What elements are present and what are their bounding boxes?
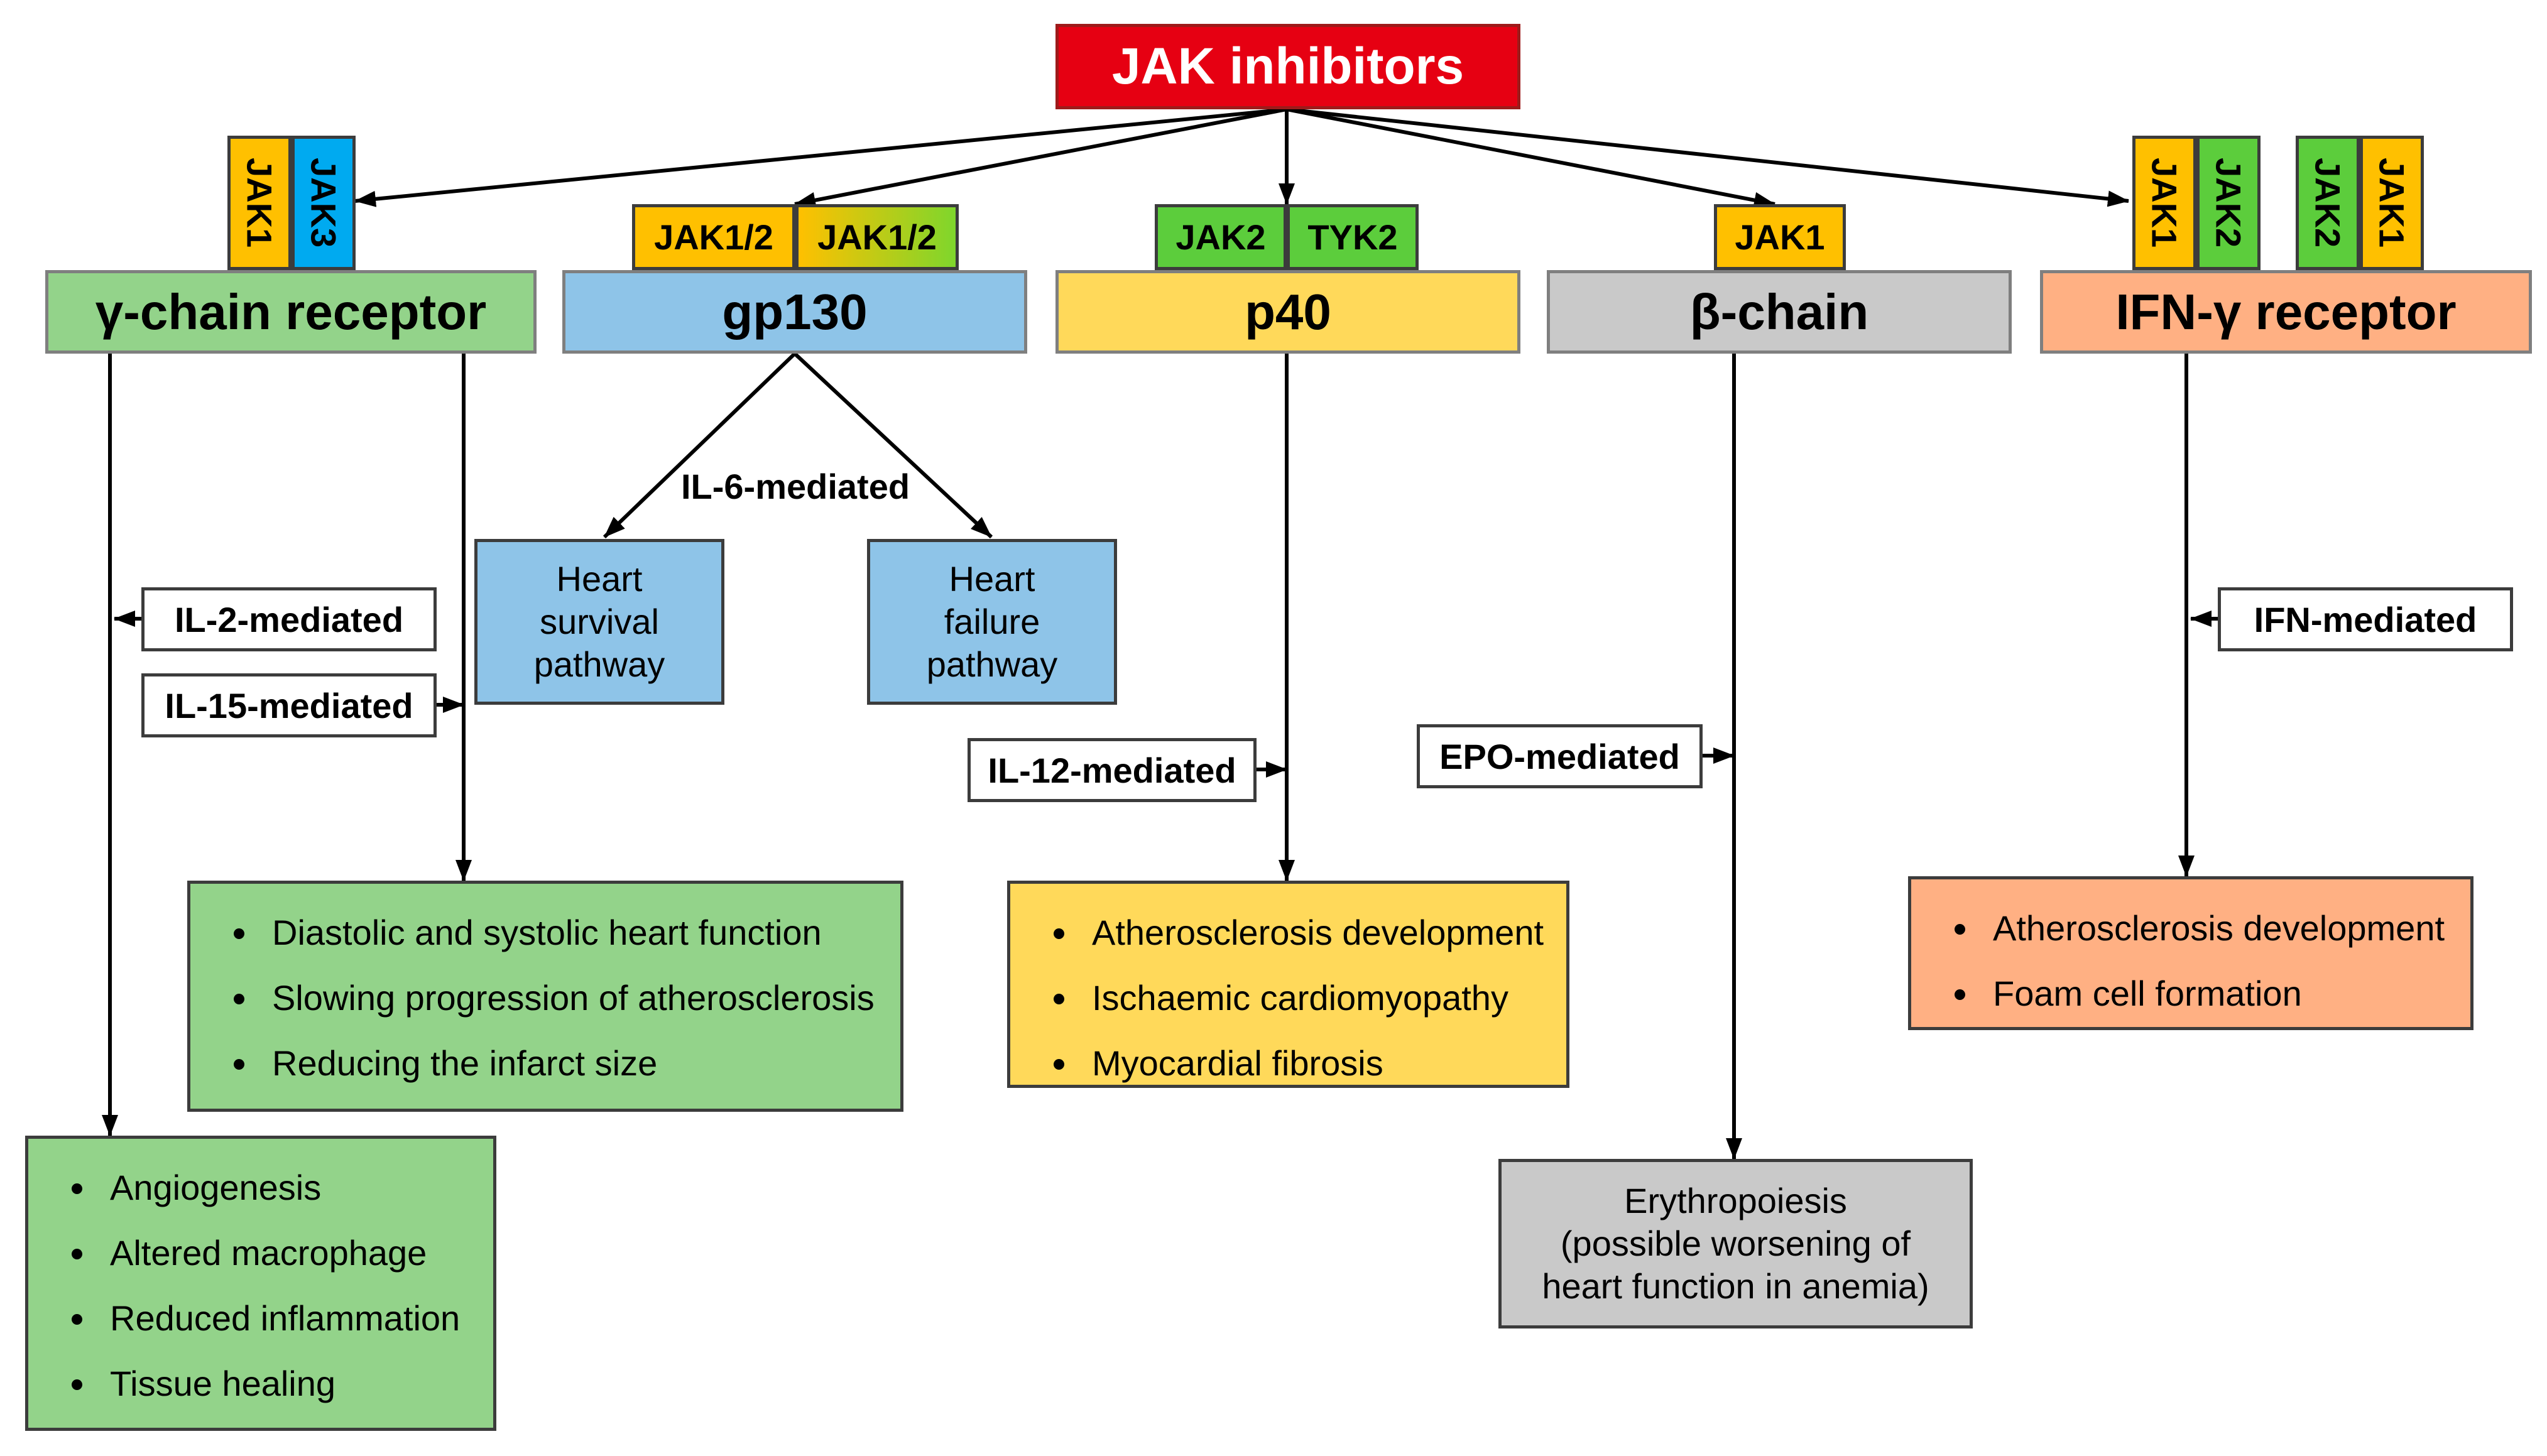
epo-mediated-label: EPO-mediated bbox=[1417, 724, 1703, 788]
ifn-mediated-label: IFN-mediated bbox=[2218, 587, 2513, 651]
list-item: Tissue healing bbox=[97, 1351, 493, 1416]
ifn-gamma-receptor: IFN-γ receptor bbox=[2040, 270, 2532, 354]
heart-failure-pathway: Heart failure pathway bbox=[867, 539, 1117, 705]
gp130-receptor: gp130 bbox=[562, 270, 1027, 354]
list-item: Ischaemic cardiomyopathy bbox=[1079, 965, 1566, 1031]
jak1-badge-ifn-a: JAK1 bbox=[2132, 136, 2196, 270]
list-item: Diastolic and systolic heart function bbox=[259, 900, 900, 965]
list-item: Atherosclerosis development bbox=[1980, 896, 2470, 961]
jak1-badge-beta: JAK1 bbox=[1714, 204, 1846, 270]
beta-chain-receptor: β-chain bbox=[1547, 270, 2012, 354]
survival-line-1: Heart bbox=[556, 559, 643, 599]
list-item: Angiogenesis bbox=[97, 1155, 493, 1220]
il15-mediated-label: IL-15-mediated bbox=[141, 673, 437, 737]
ifn-outcome: Atherosclerosis development Foam cell fo… bbox=[1908, 876, 2473, 1030]
arrow-gp130-failure bbox=[793, 352, 993, 539]
list-item: Reduced inflammation bbox=[97, 1286, 493, 1351]
jak12-badge-gp130-a: JAK1/2 bbox=[632, 204, 795, 270]
jak12-badge-gp130-b: JAK1/2 bbox=[795, 204, 959, 270]
arrow-gp130-survival bbox=[603, 352, 797, 539]
jak3-badge-gamma: JAK3 bbox=[292, 136, 356, 270]
jak1-badge-gamma: JAK1 bbox=[227, 136, 292, 270]
list-item: Altered macrophage bbox=[97, 1220, 493, 1286]
p40-receptor: p40 bbox=[1055, 270, 1520, 354]
arrow-to-ifn bbox=[1286, 107, 2129, 207]
jak-inhibitors-title: JAK inhibitors bbox=[1055, 24, 1520, 109]
tyk2-badge-p40: TYK2 bbox=[1287, 204, 1419, 270]
arrow-to-gp130 bbox=[794, 107, 1287, 209]
survival-line-2: survival bbox=[540, 602, 659, 641]
arrow-to-beta bbox=[1286, 107, 1775, 209]
gamma-outcome-a: Diastolic and systolic heart function Sl… bbox=[187, 881, 903, 1112]
erythropoiesis-line-1: Erythropoiesis bbox=[1624, 1181, 1847, 1220]
list-item: Reducing the infarct size bbox=[259, 1031, 900, 1096]
il6-mediated-label: IL-6-mediated bbox=[681, 467, 910, 506]
list-item: Myocardial fibrosis bbox=[1079, 1031, 1566, 1096]
il12-mediated-label: IL-12-mediated bbox=[968, 738, 1257, 802]
list-item: Atherosclerosis development bbox=[1079, 900, 1566, 965]
failure-line-3: pathway bbox=[926, 644, 1058, 684]
failure-line-1: Heart bbox=[949, 559, 1035, 599]
beta-outcome: Erythropoiesis (possible worsening of he… bbox=[1498, 1159, 1973, 1328]
list-item: Foam cell formation bbox=[1980, 961, 2470, 1026]
gamma-chain-receptor: γ-chain receptor bbox=[45, 270, 537, 354]
il2-mediated-label: IL-2-mediated bbox=[141, 587, 437, 651]
gamma-outcome-b: Angiogenesis Altered macrophage Reduced … bbox=[25, 1136, 496, 1431]
jak1-badge-ifn-b: JAK1 bbox=[2360, 136, 2424, 270]
list-item: Slowing progression of atherosclerosis bbox=[259, 965, 900, 1031]
survival-line-3: pathway bbox=[533, 644, 665, 684]
jak2-badge-ifn-a: JAK2 bbox=[2196, 136, 2261, 270]
jak2-badge-ifn-b: JAK2 bbox=[2296, 136, 2360, 270]
erythropoiesis-line-2: (possible worsening of bbox=[1560, 1224, 1911, 1263]
failure-line-2: failure bbox=[944, 602, 1040, 641]
erythropoiesis-line-3: heart function in anemia) bbox=[1542, 1266, 1929, 1306]
arrow-to-gamma bbox=[354, 107, 1287, 207]
p40-outcome: Atherosclerosis development Ischaemic ca… bbox=[1007, 881, 1569, 1088]
heart-survival-pathway: Heart survival pathway bbox=[474, 539, 724, 705]
jak2-badge-p40: JAK2 bbox=[1155, 204, 1287, 270]
